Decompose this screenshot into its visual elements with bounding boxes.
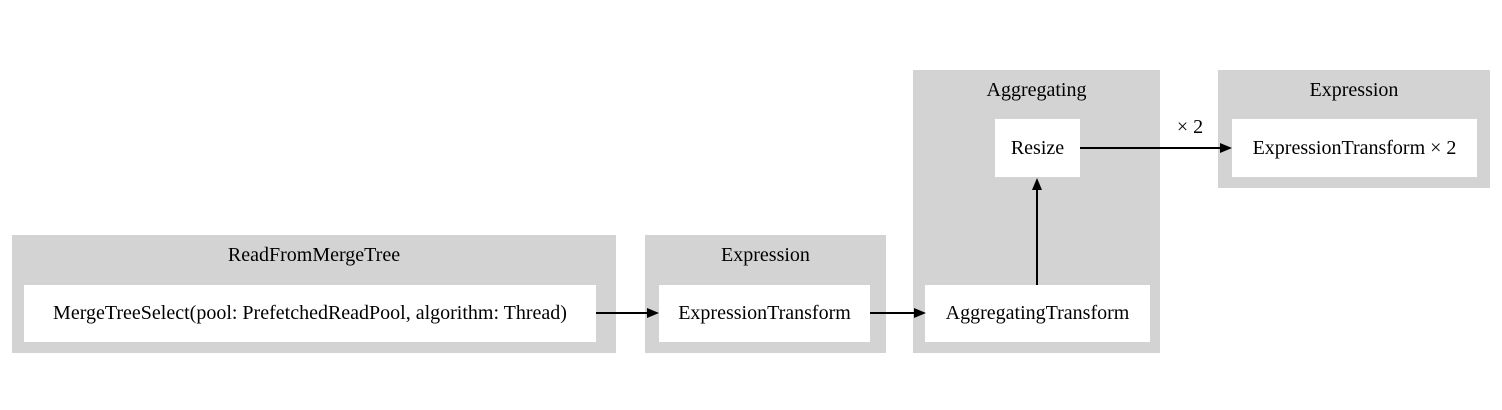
cluster-title-aggregating: Aggregating [986, 79, 1087, 101]
node-mergetreeselect: MergeTreeSelect(pool: PrefetchedReadPool… [24, 285, 596, 342]
edge-resize-to-expressiontransform-x2-arrowhead-icon [1220, 143, 1232, 153]
node-expressiontransform-x2: ExpressionTransform × 2 [1232, 119, 1477, 177]
node-resize: Resize [995, 119, 1080, 177]
edge-multiplicity-label: × 2 [1176, 116, 1204, 138]
edge-expressiontransform-to-aggregatingtransform-arrowhead-icon [914, 308, 926, 318]
edge-mergetreeselect-to-expressiontransform-arrowhead-icon [647, 308, 659, 318]
cluster-title-expression-2: Expression [1309, 79, 1399, 101]
edge-aggregatingtransform-to-resize-arrowhead-icon [1032, 178, 1042, 190]
edge-mergetreeselect-to-expressiontransform-line [596, 312, 648, 314]
cluster-title-readfrommergetree: ReadFromMergeTree [227, 244, 401, 266]
edge-resize-to-expressiontransform-x2-line [1080, 147, 1221, 149]
node-expressiontransform: ExpressionTransform [659, 285, 870, 342]
cluster-title-expression-1: Expression [721, 244, 810, 266]
edge-expressiontransform-to-aggregatingtransform-line [870, 312, 915, 314]
node-aggregatingtransform: AggregatingTransform [925, 285, 1150, 342]
edge-aggregatingtransform-to-resize-line [1036, 189, 1038, 285]
